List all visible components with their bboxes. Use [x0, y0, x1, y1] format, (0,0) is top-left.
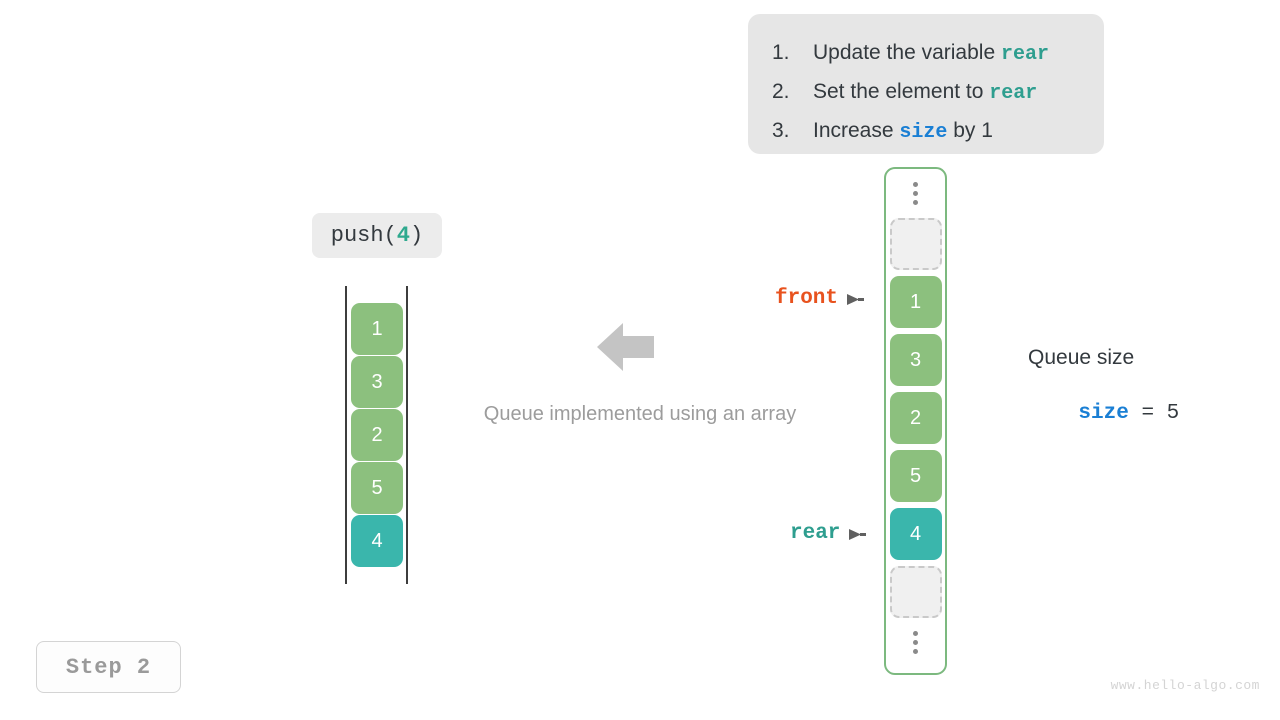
operation-close-paren: )	[410, 223, 424, 248]
array-cell-empty	[889, 566, 942, 618]
queue-size-expression: size = 5	[1028, 379, 1179, 448]
left-queue-cell: 1	[351, 303, 403, 355]
instruction-number: 3.	[772, 119, 790, 142]
left-queue-cell-new: 4	[351, 515, 403, 567]
instruction-item-1: 1. Update the variable rear	[748, 34, 1104, 73]
dot	[913, 649, 918, 654]
instruction-text: Update the variable	[813, 41, 1001, 64]
rail-right	[406, 286, 408, 584]
dot	[913, 200, 918, 205]
left-arrow-icon	[597, 323, 654, 371]
step-badge: Step 2	[36, 641, 181, 693]
array-cell: 2	[889, 392, 942, 444]
queue-size-title: Queue size	[1028, 346, 1135, 369]
front-pointer-label: front	[775, 287, 865, 310]
vertical-ellipsis-icon-top	[913, 169, 918, 218]
instruction-code-rear: rear	[1000, 43, 1049, 66]
left-queue-cell: 5	[351, 462, 403, 514]
left-queue-cell: 2	[351, 409, 403, 461]
queue-size-info: Queue size size = 5	[1028, 343, 1179, 448]
left-queue-diagram: 1 3 2 5 4	[345, 286, 408, 584]
size-value: 5	[1166, 402, 1180, 425]
rear-pointer-label: rear	[790, 522, 867, 545]
size-equals: =	[1128, 402, 1167, 425]
dot	[913, 182, 918, 187]
dot	[913, 631, 918, 636]
rear-pointer-text: rear	[790, 522, 841, 545]
array-cell-rear: 4	[889, 508, 942, 560]
array-cell: 5	[889, 450, 942, 502]
array-cell-empty	[889, 218, 942, 270]
instruction-item-2: 2. Set the element to rear	[748, 73, 1104, 112]
watermark: www.hello-algo.com	[1110, 678, 1260, 693]
operation-label: push(4)	[312, 213, 442, 258]
left-queue-cell: 3	[351, 356, 403, 408]
operation-name: push(	[330, 223, 397, 248]
instruction-panel: 1. Update the variable rear 2. Set the e…	[748, 14, 1104, 154]
dot	[913, 191, 918, 196]
arrow-right-icon	[847, 291, 865, 306]
rail-left	[345, 286, 347, 584]
operation-argument: 4	[396, 223, 410, 248]
array-cell-front: 1	[889, 276, 942, 328]
instruction-number: 2.	[772, 80, 790, 103]
left-queue-cells: 1 3 2 5 4	[351, 303, 403, 567]
instruction-text: Increase	[813, 119, 900, 142]
instruction-text: Set the element to	[813, 80, 990, 103]
diagram-caption: Queue implemented using an array	[483, 403, 797, 425]
instruction-text-post: by 1	[947, 119, 993, 142]
vertical-ellipsis-icon-bottom	[913, 618, 918, 667]
instruction-number: 1.	[772, 41, 790, 64]
instruction-item-3: 3. Increase size by 1	[748, 112, 1104, 151]
instruction-code-size: size	[899, 121, 948, 144]
instruction-list: 1. Update the variable rear 2. Set the e…	[748, 34, 1104, 151]
array-cells: 1 3 2 5 4	[889, 218, 942, 618]
instruction-code-rear: rear	[989, 82, 1038, 105]
front-pointer-text: front	[775, 287, 839, 310]
array-container: 1 3 2 5 4	[884, 167, 947, 675]
array-cell: 3	[889, 334, 942, 386]
arrow-right-icon	[849, 526, 867, 541]
size-variable-name: size	[1078, 402, 1129, 425]
dot	[913, 640, 918, 645]
